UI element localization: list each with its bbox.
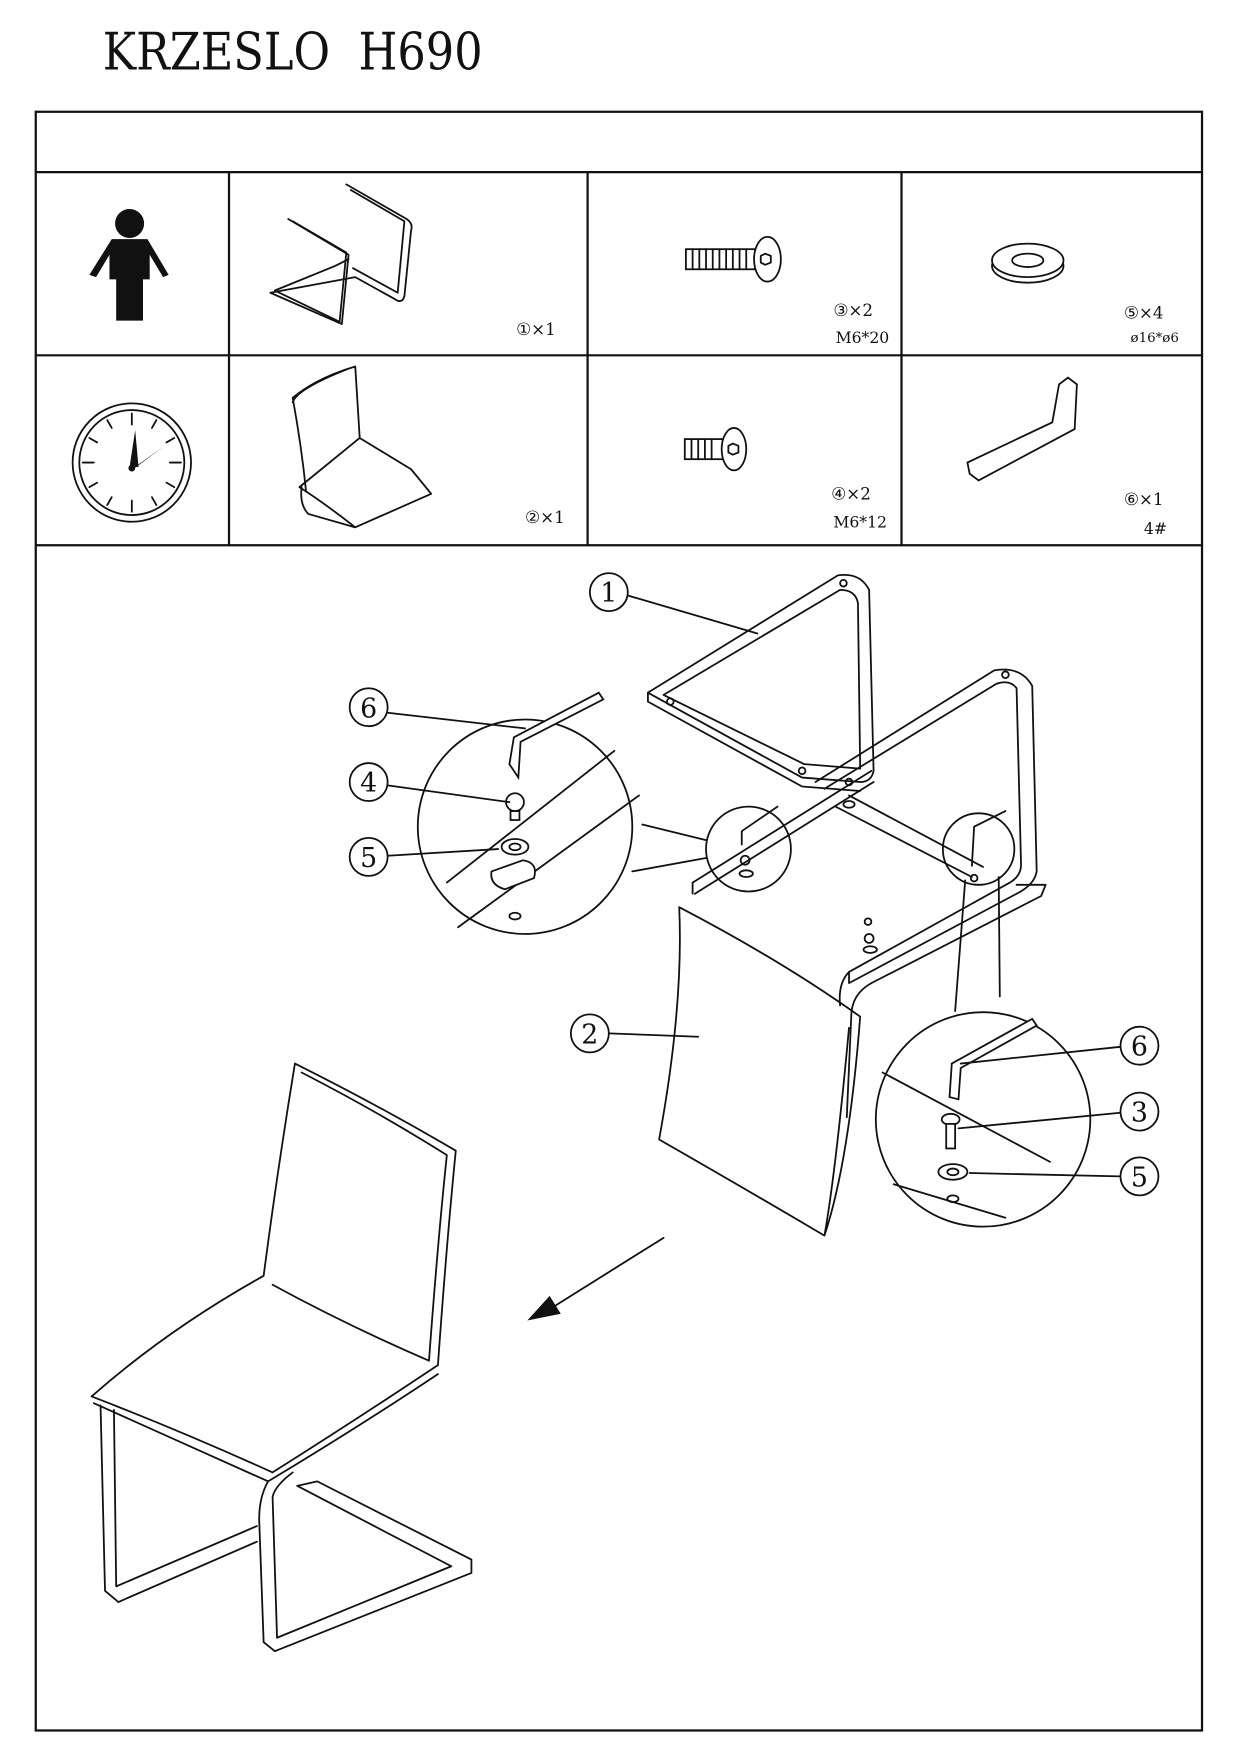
part-cell-1: ①×1 (269, 183, 556, 339)
part-cell-4: ④×2 M6*12 (683, 427, 887, 531)
callout-4: 4 (348, 762, 389, 802)
detail-magnifier-left (416, 691, 792, 935)
center-hardware (842, 777, 878, 954)
svg-text:4: 4 (360, 768, 377, 799)
svg-text:5: 5 (360, 843, 377, 874)
svg-text:1: 1 (600, 578, 617, 609)
part-6-spec: 4# (1144, 519, 1167, 538)
callout-3: 3 (1119, 1091, 1160, 1132)
seat-frame-drawing (647, 573, 1047, 1119)
svg-text:6: 6 (1131, 1032, 1148, 1063)
seat-shell-icon (291, 365, 433, 529)
document-title: KRZESLO H690 (103, 22, 483, 82)
part-5-label: ⑤×4 (1124, 302, 1164, 322)
clock-icon (71, 402, 192, 523)
short-bolt-icon (683, 427, 748, 472)
part-3-spec: M6*20 (836, 328, 890, 347)
svg-text:5: 5 (1131, 1162, 1148, 1193)
part-6-label: ⑥×1 (1124, 489, 1164, 509)
assembled-chair-drawing (90, 1062, 473, 1653)
part-cell-2: ②×1 (291, 365, 565, 529)
assembly-diagram: 1 2 6 4 5 6 3 5 (90, 572, 1160, 1653)
svg-text:2: 2 (581, 1019, 598, 1050)
callout-2: 2 (569, 1013, 610, 1054)
long-bolt-icon (685, 235, 782, 283)
callout-1: 1 (588, 572, 629, 613)
seat-shell-drawing (658, 906, 862, 1237)
detail-magnifier-right (874, 810, 1092, 1228)
callout-6-right: 6 (1119, 1025, 1160, 1066)
frame-icon (269, 183, 413, 325)
leader-lines (386, 594, 1122, 1178)
part-cell-5: ⑤×4 ø16*ø6 (991, 242, 1179, 346)
callout-5-left: 5 (348, 837, 389, 877)
direction-arrow-icon (527, 1236, 665, 1321)
parts-table (34, 110, 1204, 1732)
part-cell-3: ③×2 M6*20 (685, 235, 890, 347)
part-1-label: ①×1 (516, 319, 556, 339)
part-4-label: ④×2 (831, 483, 871, 503)
part-3-label: ③×2 (833, 300, 873, 320)
callout-5-right: 5 (1119, 1156, 1160, 1197)
part-4-spec: M6*12 (833, 512, 887, 531)
part-5-spec: ø16*ø6 (1131, 331, 1179, 346)
one-person-icon (89, 208, 169, 321)
washer-icon (991, 242, 1065, 284)
part-2-label: ②×1 (525, 507, 565, 527)
svg-text:6: 6 (360, 693, 377, 724)
part-cell-6: ⑥×1 4# (966, 376, 1167, 538)
callout-6-left: 6 (348, 687, 389, 728)
svg-text:3: 3 (1131, 1098, 1148, 1129)
allen-key-icon (966, 376, 1078, 482)
